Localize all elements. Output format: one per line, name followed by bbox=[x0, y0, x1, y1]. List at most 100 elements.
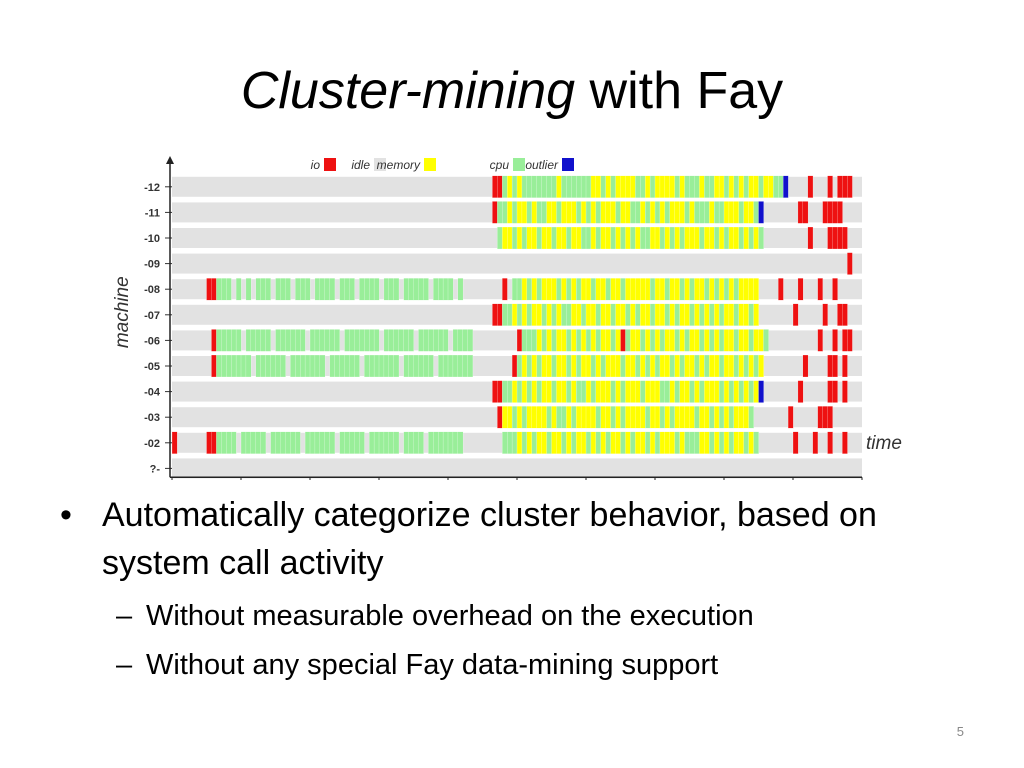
heat-cell bbox=[837, 226, 843, 250]
y-tick-label: ?- bbox=[150, 463, 161, 475]
heat-cell bbox=[689, 226, 695, 250]
heat-cell bbox=[753, 303, 759, 326]
heat-cell bbox=[738, 278, 745, 301]
heat-cell bbox=[546, 354, 552, 378]
heat-cell bbox=[216, 329, 222, 352]
heat-cell bbox=[595, 175, 602, 198]
heat-cell bbox=[704, 201, 710, 224]
heat-cell bbox=[640, 354, 646, 378]
heat-cell bbox=[694, 303, 700, 326]
heat-cell bbox=[388, 329, 395, 352]
heat-cell bbox=[571, 354, 577, 378]
heat-cell bbox=[640, 278, 646, 301]
heat-cell bbox=[551, 406, 557, 429]
heat-cell bbox=[423, 354, 429, 378]
heat-cell bbox=[551, 380, 557, 403]
heatmap-svg: -12-11-10-09-08-07-06-05-04-03-02?-machi… bbox=[112, 156, 902, 480]
heat-cell bbox=[590, 380, 597, 403]
heat-cell bbox=[743, 354, 750, 378]
heat-cell bbox=[354, 329, 360, 352]
heat-cell bbox=[541, 431, 547, 454]
heat-cell bbox=[309, 354, 316, 378]
heat-cell bbox=[462, 329, 469, 352]
heat-cell bbox=[388, 278, 395, 301]
heat-cell bbox=[393, 329, 400, 352]
heat-cell bbox=[669, 380, 676, 403]
heat-cell bbox=[645, 354, 651, 378]
heat-cell bbox=[699, 431, 705, 454]
heat-cell bbox=[433, 278, 439, 301]
heat-cell bbox=[709, 354, 715, 378]
heat-cell bbox=[600, 226, 607, 250]
heat-cell bbox=[679, 431, 685, 454]
heat-cell bbox=[758, 354, 764, 378]
heat-cell bbox=[689, 406, 695, 429]
heat-cell bbox=[260, 278, 267, 301]
heat-cell bbox=[580, 201, 587, 224]
y-tick-label: -02 bbox=[144, 438, 160, 450]
heat-cell bbox=[383, 278, 390, 301]
heat-cell bbox=[645, 201, 651, 224]
heat-cell bbox=[620, 329, 626, 352]
heat-cell bbox=[664, 406, 671, 429]
heat-cell bbox=[620, 175, 626, 198]
heat-cell bbox=[497, 175, 503, 198]
heat-cell bbox=[438, 278, 444, 301]
heat-cell bbox=[723, 329, 730, 352]
heat-cell bbox=[620, 303, 626, 326]
heat-cell bbox=[329, 354, 336, 378]
heat-cell bbox=[344, 354, 350, 378]
heat-cell bbox=[605, 354, 612, 378]
heat-cell bbox=[541, 329, 547, 352]
heat-cell bbox=[733, 175, 740, 198]
heat-cell bbox=[255, 329, 262, 352]
heat-cell bbox=[521, 329, 528, 352]
heat-cell bbox=[245, 431, 252, 454]
heat-cell bbox=[492, 201, 498, 224]
heat-cell bbox=[590, 175, 597, 198]
heat-cell bbox=[748, 278, 754, 301]
heat-cell bbox=[684, 226, 690, 250]
heat-cell bbox=[536, 406, 543, 429]
heat-cell bbox=[526, 278, 533, 301]
heat-cell bbox=[388, 354, 395, 378]
heat-cell bbox=[595, 380, 602, 403]
heat-cell bbox=[664, 380, 671, 403]
heat-cell bbox=[600, 354, 607, 378]
heat-cell bbox=[250, 431, 257, 454]
heat-cell bbox=[704, 406, 710, 429]
heat-cell bbox=[832, 329, 838, 352]
heat-cell bbox=[694, 226, 700, 250]
heat-cell bbox=[625, 226, 631, 250]
heat-cell bbox=[314, 278, 321, 301]
heat-cell bbox=[235, 329, 242, 352]
heat-cell bbox=[679, 226, 685, 250]
heat-cell bbox=[339, 354, 345, 378]
heat-cell bbox=[290, 431, 296, 454]
heat-cell bbox=[718, 431, 725, 454]
heat-cell bbox=[723, 201, 730, 224]
heat-cell bbox=[728, 175, 735, 198]
heat-cell bbox=[699, 201, 705, 224]
heat-cell bbox=[605, 278, 612, 301]
heat-cell bbox=[630, 380, 636, 403]
heat-cell bbox=[531, 431, 538, 454]
heat-cell bbox=[270, 354, 276, 378]
heat-cell bbox=[314, 354, 321, 378]
heat-cell bbox=[334, 329, 340, 352]
heat-cell bbox=[526, 226, 533, 250]
heat-cell bbox=[561, 329, 567, 352]
heat-cell bbox=[600, 201, 607, 224]
y-axis-arrow bbox=[166, 156, 174, 164]
heat-cell bbox=[442, 329, 449, 352]
heat-cell bbox=[457, 354, 464, 378]
heat-cell bbox=[349, 278, 355, 301]
heat-cell bbox=[664, 354, 671, 378]
heat-cell bbox=[630, 329, 636, 352]
heat-cell bbox=[447, 354, 454, 378]
heat-cell bbox=[265, 278, 271, 301]
heat-cell bbox=[531, 201, 538, 224]
heat-cell bbox=[635, 406, 641, 429]
heat-cell bbox=[235, 278, 242, 301]
heat-cell bbox=[260, 431, 267, 454]
